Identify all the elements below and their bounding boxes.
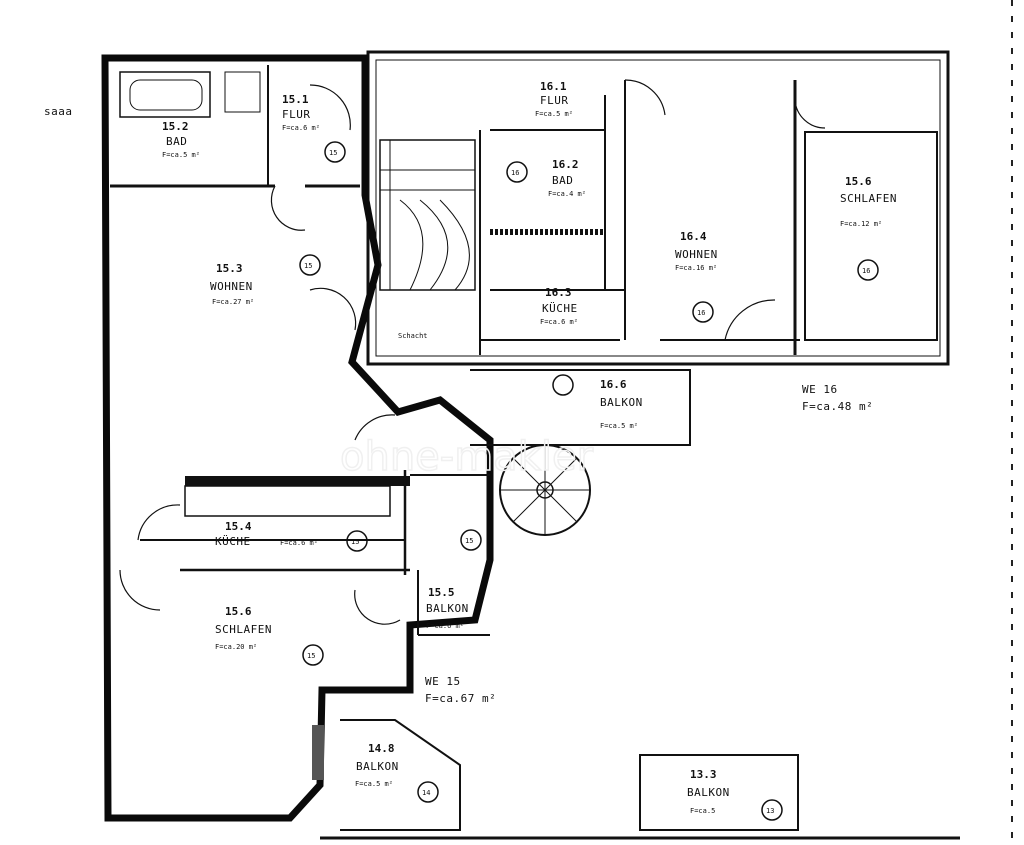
svg-text:15.3: 15.3 — [216, 262, 243, 275]
svg-text:14.8: 14.8 — [368, 742, 395, 755]
svg-text:F=ca.5 m²: F=ca.5 m² — [162, 151, 200, 159]
svg-text:15: 15 — [329, 149, 337, 157]
unit-boundary-we15 — [101, 54, 494, 822]
svg-text:15: 15 — [307, 652, 315, 660]
svg-text:16: 16 — [862, 267, 870, 275]
room-16-3: 16.3 KÜCHE F=ca.6 m² — [540, 286, 578, 326]
svg-text:14: 14 — [422, 789, 430, 797]
svg-text:BALKON: BALKON — [426, 602, 469, 615]
svg-text:F=ca.12 m²: F=ca.12 m² — [840, 220, 882, 228]
room-16-4: 16.4 WOHNEN F=ca.16 m² — [675, 230, 718, 272]
svg-text:13: 13 — [766, 807, 774, 815]
room-15-5: 15.5 BALKON F=ca.6 m² — [426, 586, 469, 630]
svg-text:F=ca.5 m²: F=ca.5 m² — [355, 780, 393, 788]
room-15-3: 15.3 WOHNEN F=ca.27 m² — [210, 262, 254, 306]
svg-text:WOHNEN: WOHNEN — [210, 280, 253, 293]
wall-outline-we16 — [366, 50, 950, 366]
svg-text:F=ca.5 m²: F=ca.5 m² — [600, 422, 638, 430]
unit-we15: WE 15 F=ca.67 m² — [425, 675, 496, 705]
svg-text:SCHLAFEN: SCHLAFEN — [840, 192, 897, 205]
svg-text:15.5: 15.5 — [428, 586, 455, 599]
svg-text:16.3: 16.3 — [545, 286, 572, 299]
walls-we15 — [110, 65, 490, 636]
room-15-6-right: 15.6 SCHLAFEN F=ca.12 m² — [840, 175, 897, 228]
room-15-6: 15.6 SCHLAFEN F=ca.20 m² — [215, 605, 272, 651]
svg-text:BALKON: BALKON — [356, 760, 399, 773]
svg-text:F=ca.5 m²: F=ca.5 m² — [535, 110, 573, 118]
svg-text:F=ca.6 m²: F=ca.6 m² — [426, 622, 464, 630]
room-markers — [299, 141, 879, 821]
stair-label: Schacht — [398, 332, 428, 340]
svg-text:15.6: 15.6 — [225, 605, 252, 618]
door-swings — [119, 79, 826, 625]
svg-text:15.2: 15.2 — [162, 120, 189, 133]
svg-text:16.2: 16.2 — [552, 158, 579, 171]
svg-text:BAD: BAD — [166, 135, 187, 148]
room-14-8: 14.8 BALKON F=ca.5 m² — [355, 742, 399, 788]
svg-text:KÜCHE: KÜCHE — [542, 302, 578, 315]
svg-text:15: 15 — [465, 537, 473, 545]
svg-text:BALKON: BALKON — [600, 396, 643, 409]
svg-text:BALKON: BALKON — [687, 786, 730, 799]
svg-text:F=ca.6 m²: F=ca.6 m² — [280, 539, 318, 547]
svg-text:F=ca.48 m²: F=ca.48 m² — [802, 400, 873, 413]
svg-text:13.3: 13.3 — [690, 768, 717, 781]
svg-text:F=ca.27 m²: F=ca.27 m² — [212, 298, 254, 306]
svg-text:15.1: 15.1 — [282, 93, 309, 106]
svg-text:F=ca.4 m²: F=ca.4 m² — [548, 190, 586, 198]
room-15-4: 15.4 KÜCHE F=ca.6 m² — [215, 520, 318, 548]
svg-text:FLUR: FLUR — [282, 108, 311, 121]
svg-text:F=ca.6 m²: F=ca.6 m² — [540, 318, 578, 326]
svg-text:16.1: 16.1 — [540, 80, 567, 93]
svg-text:F=ca.5: F=ca.5 — [690, 807, 715, 815]
svg-text:F=ca.20 m²: F=ca.20 m² — [215, 643, 257, 651]
room-16-2: 16.2 BAD F=ca.4 m² — [548, 158, 586, 198]
watermark-text: ohne-makler — [340, 434, 594, 480]
svg-text:16.4: 16.4 — [680, 230, 707, 243]
room-16-6: 16.6 BALKON F=ca.5 m² — [600, 378, 643, 430]
svg-text:F=ca.67 m²: F=ca.67 m² — [425, 692, 496, 705]
edge-label: saaa — [44, 105, 73, 118]
marker-labels: 15 15 16 16 16 15 15 15 14 13 — [304, 149, 870, 815]
room-13-3: 13.3 BALKON F=ca.5 — [687, 768, 730, 815]
balconies — [312, 369, 960, 840]
room-15-2: 15.2 BAD F=ca.5 m² — [162, 120, 200, 159]
svg-text:SCHLAFEN: SCHLAFEN — [215, 623, 272, 636]
room-16-1: 16.1 FLUR F=ca.5 m² — [535, 80, 573, 118]
svg-text:15: 15 — [351, 538, 359, 546]
svg-text:15.4: 15.4 — [225, 520, 252, 533]
svg-text:KÜCHE: KÜCHE — [215, 535, 251, 548]
svg-text:WE 16: WE 16 — [802, 383, 838, 396]
unit-we16: WE 16 F=ca.48 m² — [802, 383, 873, 413]
svg-text:F=ca.6 m²: F=ca.6 m² — [282, 124, 320, 132]
svg-text:BAD: BAD — [552, 174, 573, 187]
room-15-1: 15.1 FLUR F=ca.6 m² — [282, 93, 320, 132]
svg-text:WE 15: WE 15 — [425, 675, 461, 688]
svg-text:FLUR: FLUR — [540, 94, 569, 107]
svg-text:15: 15 — [304, 262, 312, 270]
svg-text:F=ca.16 m²: F=ca.16 m² — [675, 264, 717, 272]
svg-text:16: 16 — [697, 309, 705, 317]
svg-text:15.6: 15.6 — [845, 175, 872, 188]
svg-text:WOHNEN: WOHNEN — [675, 248, 718, 261]
svg-text:16: 16 — [511, 169, 519, 177]
svg-text:16.6: 16.6 — [600, 378, 627, 391]
